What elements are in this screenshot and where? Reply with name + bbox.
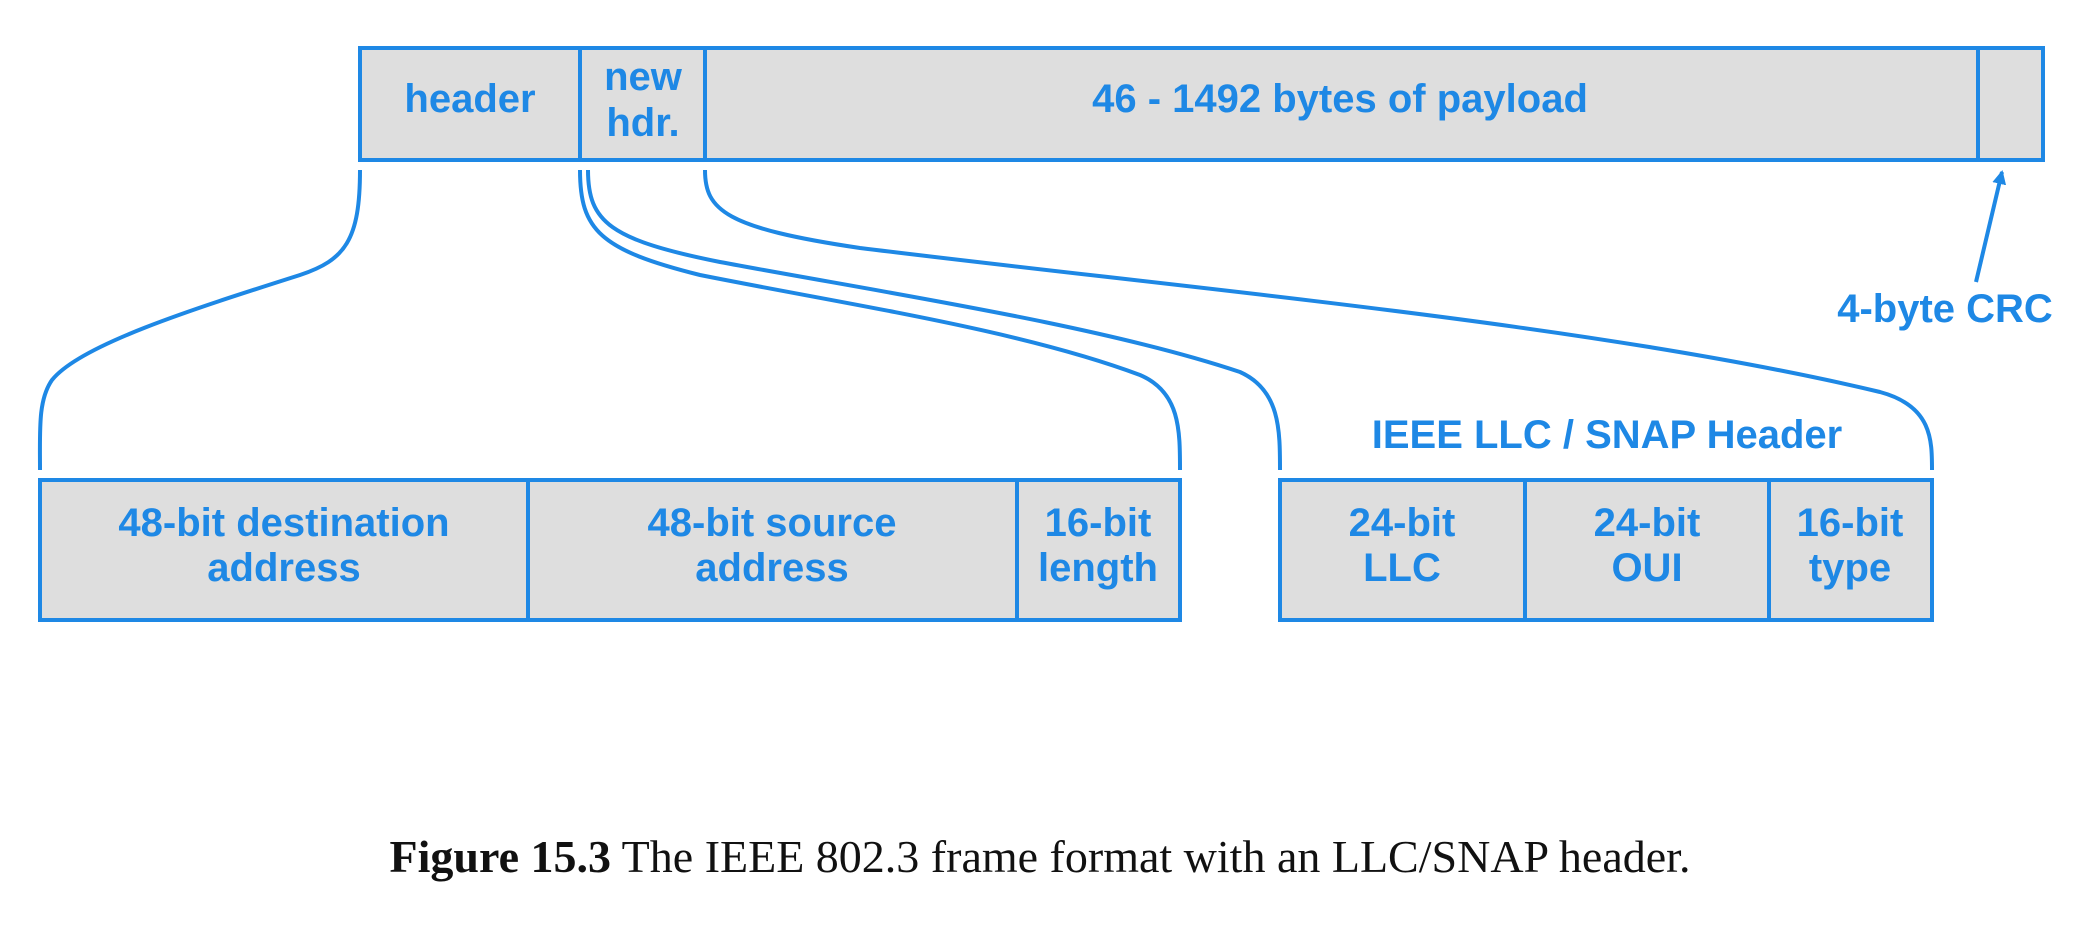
source-address-line1: 48-bit source xyxy=(648,501,897,545)
source-address-line2: address xyxy=(695,546,848,590)
header-fields: 48-bit destination address 48-bit source… xyxy=(38,478,1182,622)
connector-snap-left xyxy=(586,169,1282,471)
type-field-line2: type xyxy=(1809,546,1891,590)
crc-label: 4-byte CRC xyxy=(1837,287,2053,331)
llc-field-line2: LLC xyxy=(1363,546,1441,590)
figure-number: Figure 15.3 xyxy=(390,831,611,882)
figure-caption: Figure 15.3 The IEEE 802.3 frame format … xyxy=(390,831,1691,882)
figure-caption-text: The IEEE 802.3 frame format with an LLC/… xyxy=(622,831,1691,882)
ethernet-frame: header new hdr. 46 - 1492 bytes of paylo… xyxy=(358,46,2045,162)
connector-header-right xyxy=(578,169,1182,471)
connector-lines xyxy=(37,169,1934,471)
length-field-line2: length xyxy=(1038,546,1158,590)
oui-field-line1: 24-bit xyxy=(1594,501,1701,545)
snap-header: IEEE LLC / SNAP Header 24-bit LLC 24-bit… xyxy=(1278,413,1934,622)
snap-header-title: IEEE LLC / SNAP Header xyxy=(1372,413,1843,457)
destination-address-line2: address xyxy=(207,546,360,590)
length-field-line1: 16-bit xyxy=(1045,501,1152,545)
type-field-line1: 16-bit xyxy=(1797,501,1904,545)
caption-spacer xyxy=(611,831,622,882)
header-fields-outline xyxy=(38,478,1182,622)
llc-field-line1: 24-bit xyxy=(1349,501,1456,545)
frame-outline xyxy=(358,46,2045,162)
snap-fields-outline xyxy=(1278,478,1934,622)
header-cell-label: header xyxy=(404,77,535,121)
payload-cell-label: 46 - 1492 bytes of payload xyxy=(1092,77,1588,121)
crc-arrow xyxy=(1974,170,2007,283)
new-hdr-cell-label-line1: new xyxy=(604,55,683,99)
destination-address-line1: 48-bit destination xyxy=(118,501,449,545)
connector-header-left xyxy=(37,169,362,471)
connector-snap-right xyxy=(703,169,1934,471)
new-hdr-cell-label-line2: hdr. xyxy=(606,101,679,145)
oui-field-line2: OUI xyxy=(1611,546,1682,590)
